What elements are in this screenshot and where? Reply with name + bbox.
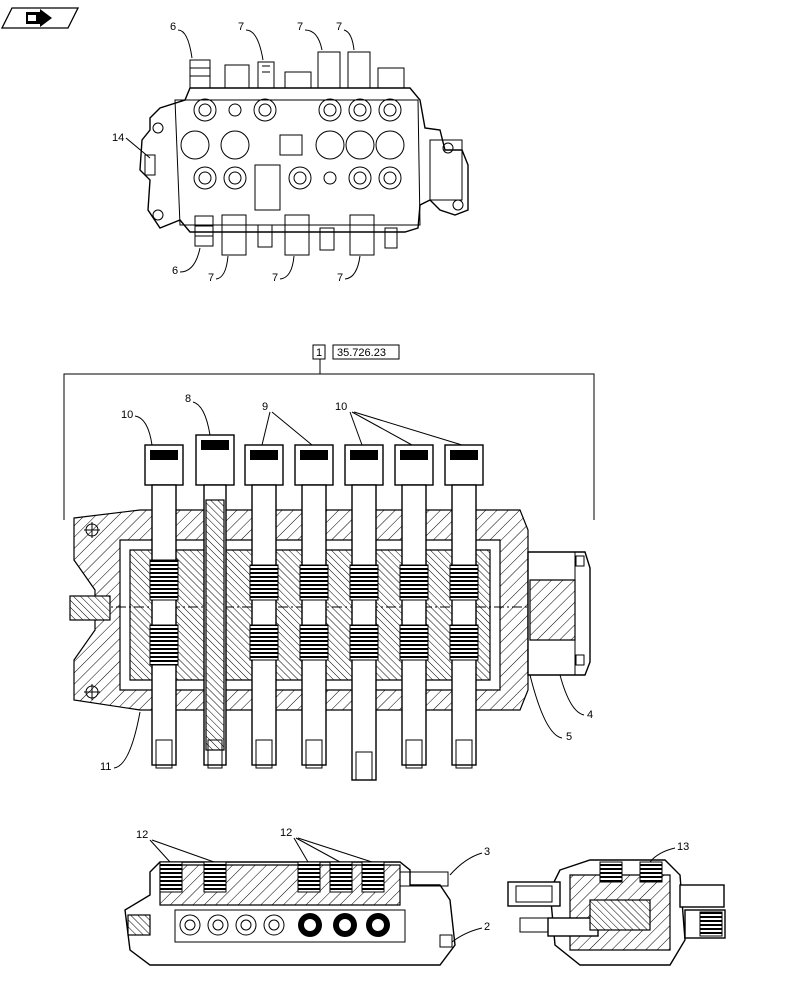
- callout-9: 9: [262, 401, 268, 413]
- callout-10-right: 10: [335, 401, 347, 413]
- callout-14: 14: [112, 132, 124, 144]
- callout-5: 5: [566, 731, 572, 743]
- bottom-spool-caps: [194, 214, 398, 256]
- next-page-button[interactable]: [0, 7, 80, 29]
- callout-12-left: 12: [136, 829, 148, 841]
- callout-11: 11: [100, 761, 111, 773]
- reference-code: 35.726.23: [337, 347, 386, 359]
- reference-tag: 1 35.726.23: [63, 344, 595, 520]
- upper-port-row: [193, 98, 402, 122]
- callout-8: 8: [185, 393, 191, 405]
- callout-7-top-c: 7: [336, 21, 342, 33]
- side-view-coils: [159, 861, 385, 893]
- callout-7-bottom-c: 7: [337, 272, 343, 284]
- section-view-valve-assembly: [69, 434, 591, 781]
- next-page-arrow-icon: [26, 9, 52, 27]
- top-view-valve-assembly: [139, 51, 469, 256]
- end-view-labels: 13: [649, 841, 689, 863]
- callout-10-left: 10: [121, 409, 133, 421]
- callout-13: 13: [677, 841, 689, 853]
- lower-port-row: [193, 164, 402, 211]
- callout-12-right: 12: [280, 827, 292, 839]
- callout-7-top-a: 7: [238, 21, 244, 33]
- side-view-assembly: [124, 861, 456, 966]
- callout-7-bottom-a: 7: [208, 272, 214, 284]
- spool-sections: [144, 434, 484, 781]
- end-view-assembly: [507, 859, 726, 966]
- callout-2: 2: [484, 921, 490, 933]
- callout-4: 4: [587, 709, 593, 721]
- callout-7-top-b: 7: [297, 21, 303, 33]
- callout-3: 3: [484, 846, 490, 858]
- top-spool-caps: [189, 51, 405, 89]
- callout-6-top: 6: [170, 21, 176, 33]
- reference-index: 1: [316, 347, 322, 359]
- callout-7-bottom-b: 7: [272, 272, 278, 284]
- middle-bore-row: [180, 130, 405, 160]
- top-view-labels: 6 7 7 7 14 6 7 7 7: [112, 21, 361, 284]
- section-view-labels: 10 8 9 10 11 4 5: [100, 393, 593, 773]
- side-view-labels: 12 12 3 2: [136, 827, 490, 943]
- callout-6-bottom: 6: [172, 265, 178, 277]
